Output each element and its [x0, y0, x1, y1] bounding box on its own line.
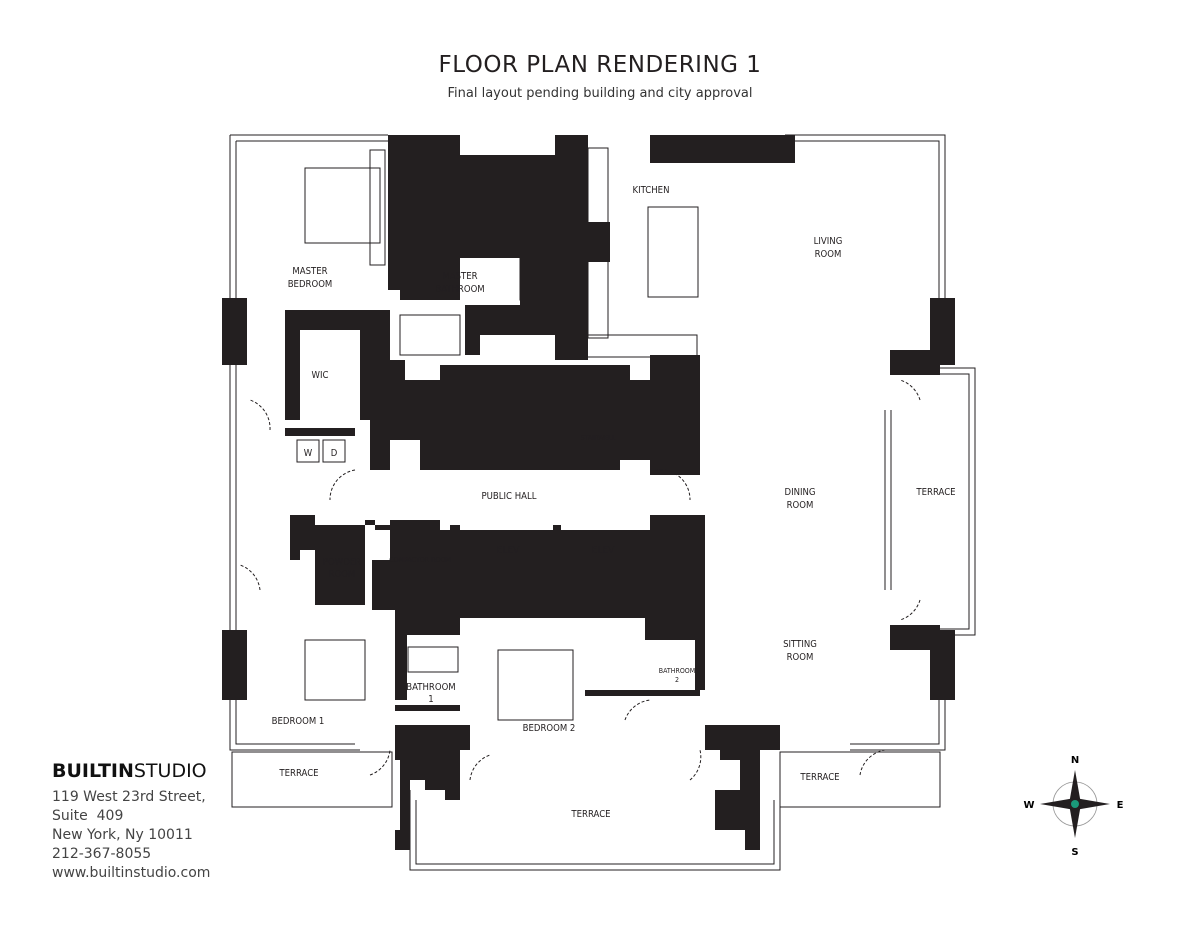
page-subtitle: Final layout pending building and city a…	[447, 86, 753, 101]
compass-e: E	[1117, 800, 1124, 811]
room-label-terrace-east: TERRACE	[915, 487, 955, 498]
door-swings	[239, 379, 921, 781]
exterior-window	[229, 365, 237, 630]
toilet-room	[399, 314, 461, 356]
walls	[222, 135, 955, 850]
address-line: 119 West 23rd Street,	[52, 789, 206, 805]
compass-rose: N S E W	[1023, 755, 1123, 858]
terrace-se-outline	[779, 751, 941, 808]
room-label-bedroom-1: BEDROOM 1	[272, 716, 325, 727]
room-label-terrace-sw: TERRACE	[278, 768, 318, 779]
elevator-label-1: ELEV	[497, 545, 520, 556]
bed	[497, 649, 574, 721]
company-address: 119 West 23rd Street, Suite 409 New York…	[52, 788, 210, 883]
kitchen-island	[647, 206, 699, 298]
room-label-terrace-s: TERRACE	[570, 809, 610, 820]
exterior-window	[229, 700, 360, 751]
exterior-window	[229, 134, 388, 298]
address-line: New York, Ny 10011	[52, 827, 193, 843]
bed	[304, 639, 366, 701]
room-label-stairwell: STAIRWELL	[581, 434, 616, 442]
brand-light: STUDIO	[133, 760, 207, 782]
exterior-window	[785, 134, 946, 298]
elevator-label-2: ELEV	[592, 545, 615, 556]
compass-center	[1071, 800, 1079, 808]
room-label-bedroom-2: BEDROOM 2	[523, 723, 576, 734]
exterior-window	[850, 700, 946, 751]
terrace-door	[884, 410, 892, 590]
washer	[296, 439, 320, 463]
terrace-e-outline	[900, 367, 976, 636]
room-label-terrace-se: TERRACE	[799, 772, 839, 783]
company-logo: BUILTINSTUDIO	[52, 760, 207, 782]
compass-s: S	[1071, 847, 1078, 858]
room-label-wic: WIC	[312, 370, 329, 381]
address-line: Suite 409	[52, 808, 124, 824]
room-label-public-hall: PUBLIC HALL	[481, 491, 536, 502]
dryer-label: D	[331, 448, 338, 459]
phone: 212-367-8055	[52, 846, 152, 862]
website-link[interactable]: www.builtinstudio.com	[52, 865, 211, 881]
dryer	[322, 439, 346, 463]
washer-label: W	[304, 448, 313, 459]
room-label-kitchen: KITCHEN	[633, 185, 670, 196]
bathtub	[407, 646, 459, 673]
page-title: FLOOR PLAN RENDERING 1	[438, 52, 762, 78]
terrace-sw-outline	[231, 751, 393, 808]
compass-n: N	[1071, 755, 1079, 766]
dresser	[369, 149, 386, 266]
room-label-compactor-room: COMPACTOR ROOM	[389, 556, 451, 564]
compass-w: W	[1023, 800, 1034, 811]
bed	[304, 167, 381, 244]
brand-bold: BUILTIN	[52, 760, 134, 782]
